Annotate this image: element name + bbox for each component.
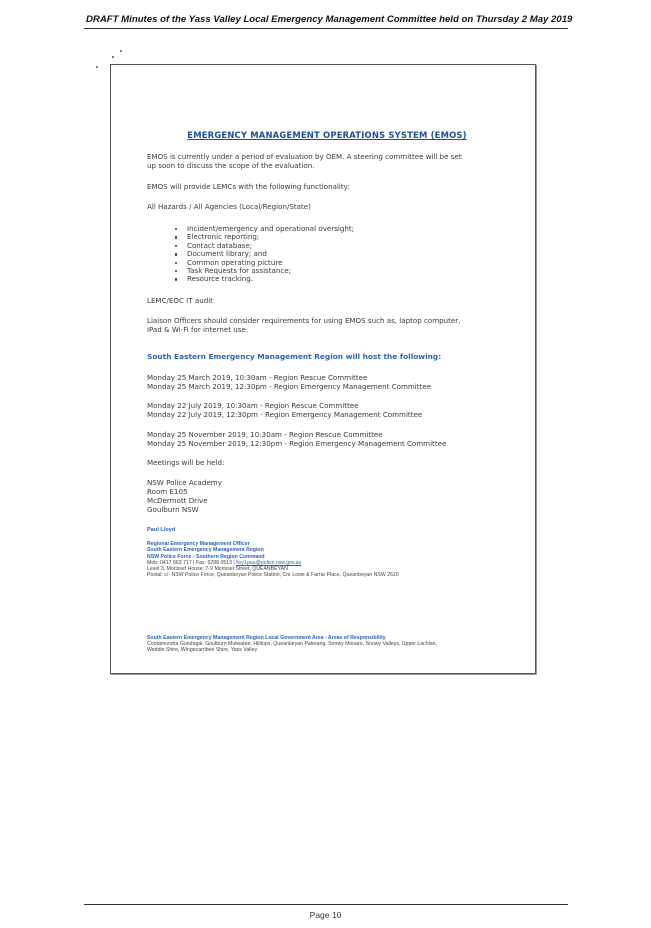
meeting-line: Monday 22 July 2019, 10:30am - Region Re…	[147, 401, 359, 410]
region-heading: South Eastern Emergency Management Regio…	[147, 352, 442, 361]
meeting-group-march: Monday 25 March 2019, 10:30am - Region R…	[147, 373, 432, 392]
functionality-intro: EMOS will provide LEMCs with the followi…	[147, 182, 350, 191]
areas-of-responsibility: South Eastern Emergency Management Regio…	[147, 635, 507, 654]
signature-role: Regional Emergency Management Officer	[147, 541, 250, 548]
meeting-group-november: Monday 25 November 2019, 10:30am - Regio…	[147, 430, 447, 449]
liaison-line-2: iPad & Wi-Fi for internet use.	[147, 324, 249, 334]
aor-title: South Eastern Emergency Management Regio…	[147, 635, 386, 641]
venue-address: NSW Police Academy Room E105 McDermott D…	[147, 478, 222, 515]
page-number: Page 10	[309, 910, 342, 920]
meeting-line: Monday 22 July 2019, 12:30pm - Region Em…	[147, 409, 423, 419]
emos-title: EMERGENCY MANAGEMENT OPERATIONS SYSTEM (…	[187, 130, 467, 140]
venue-line: Room E105	[147, 486, 188, 496]
list-item: Electronic reporting;	[175, 232, 354, 241]
list-item: Common operating picture	[175, 258, 354, 267]
venue-line: McDermott Drive	[147, 495, 208, 505]
intro-line-1: EMOS is currently under a period of eval…	[147, 152, 462, 161]
footer-divider	[84, 904, 568, 905]
functionality-list: Incident/emergency and operational overs…	[175, 224, 354, 284]
signature-region: South Eastern Emergency Management Regio…	[147, 547, 264, 554]
it-audit-line: LEMC/EOC IT audit	[147, 296, 213, 305]
meeting-group-july: Monday 22 July 2019, 10:30am - Region Re…	[147, 401, 423, 420]
meeting-line: Monday 25 March 2019, 10:30am - Region R…	[147, 373, 368, 382]
meeting-line: Monday 25 November 2019, 12:30pm - Regio…	[147, 438, 447, 448]
intro-paragraph: EMOS is currently under a period of eval…	[147, 152, 462, 171]
signature-email-link[interactable]: lloy1pau@police.nsw.gov.au	[236, 559, 302, 566]
list-item: Document library; and	[175, 249, 354, 258]
list-item: Resource tracking.	[175, 275, 354, 283]
list-item: Task Requests for assistance;	[175, 266, 354, 275]
signature-command: NSW Police Force - Southern Region Comma…	[147, 553, 265, 560]
aor-line-2: Weddin Shire, Wingecarribee Shire, Yass …	[147, 647, 259, 654]
embedded-document-frame: EMERGENCY MANAGEMENT OPERATIONS SYSTEM (…	[110, 64, 536, 674]
signature-name: Paul Lloyd	[147, 527, 176, 533]
meeting-line: Monday 25 March 2019, 12:30pm - Region E…	[147, 381, 432, 391]
email-signature: Paul Lloyd Regional Emergency Management…	[147, 527, 507, 578]
meeting-line: Monday 25 November 2019, 10:30am - Regio…	[147, 430, 383, 439]
liaison-line-1: Liaison Officers should consider require…	[147, 316, 461, 325]
signature-postal: Postal: c/- NSW Police Force, Queanbeyan…	[147, 572, 399, 579]
list-item: Contact database;	[175, 241, 354, 250]
meetings-held-label: Meetings will be held:	[147, 458, 225, 467]
intro-line-2: up soon to discuss the scope of the eval…	[147, 160, 315, 170]
venue-line: NSW Police Academy	[147, 478, 222, 487]
header-divider	[84, 28, 568, 29]
page-header-title: DRAFT Minutes of the Yass Valley Local E…	[86, 14, 573, 25]
signature-contact: Mob: 0417 663 717 | Fax: 6298 0513 | llo…	[147, 560, 507, 566]
list-item: Incident/emergency and operational overs…	[175, 224, 354, 233]
hazards-line: All Hazards / All Agencies (Local/Region…	[147, 202, 311, 211]
aor-line-1: Cootamundra Gundagai, Goulburn Mulwaree,…	[147, 641, 437, 648]
scan-artifact-marks	[94, 50, 134, 70]
venue-line: Goulburn NSW	[147, 504, 199, 514]
signature-phone-fax: Mob: 0417 663 717 | Fax: 6298 0513 |	[147, 559, 235, 566]
liaison-paragraph: Liaison Officers should consider require…	[147, 316, 461, 335]
signature-address: Level 3, Morisset House, 7-9 Morisset St…	[147, 566, 288, 573]
